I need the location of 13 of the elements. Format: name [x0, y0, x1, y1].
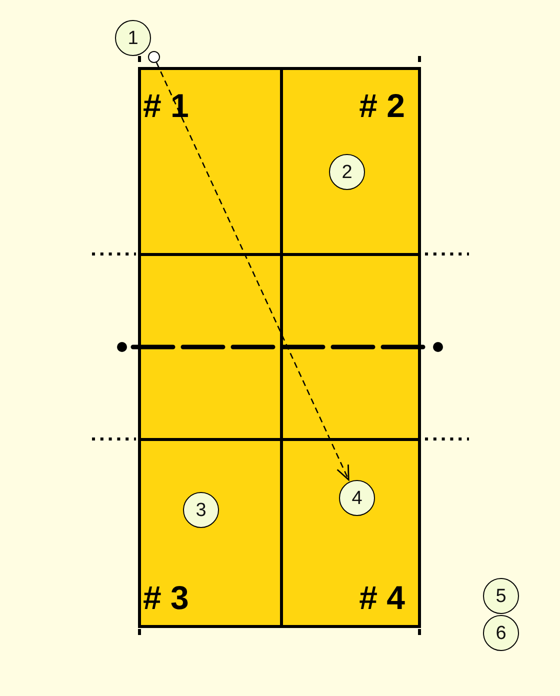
zone-label: # 4 [359, 581, 405, 614]
player-marker: 5 [483, 578, 519, 614]
player-marker: 2 [329, 154, 365, 190]
volleyball-court [138, 67, 421, 628]
player-marker: 3 [183, 492, 219, 528]
player-marker: 1 [115, 20, 151, 56]
zone-label: # 1 [143, 89, 189, 122]
ball-icon [148, 51, 160, 63]
arrow [156, 62, 350, 480]
zone-label: # 2 [359, 89, 405, 122]
zone-label: # 3 [143, 581, 189, 614]
player-marker: 4 [339, 480, 375, 516]
player-marker: 6 [483, 615, 519, 651]
